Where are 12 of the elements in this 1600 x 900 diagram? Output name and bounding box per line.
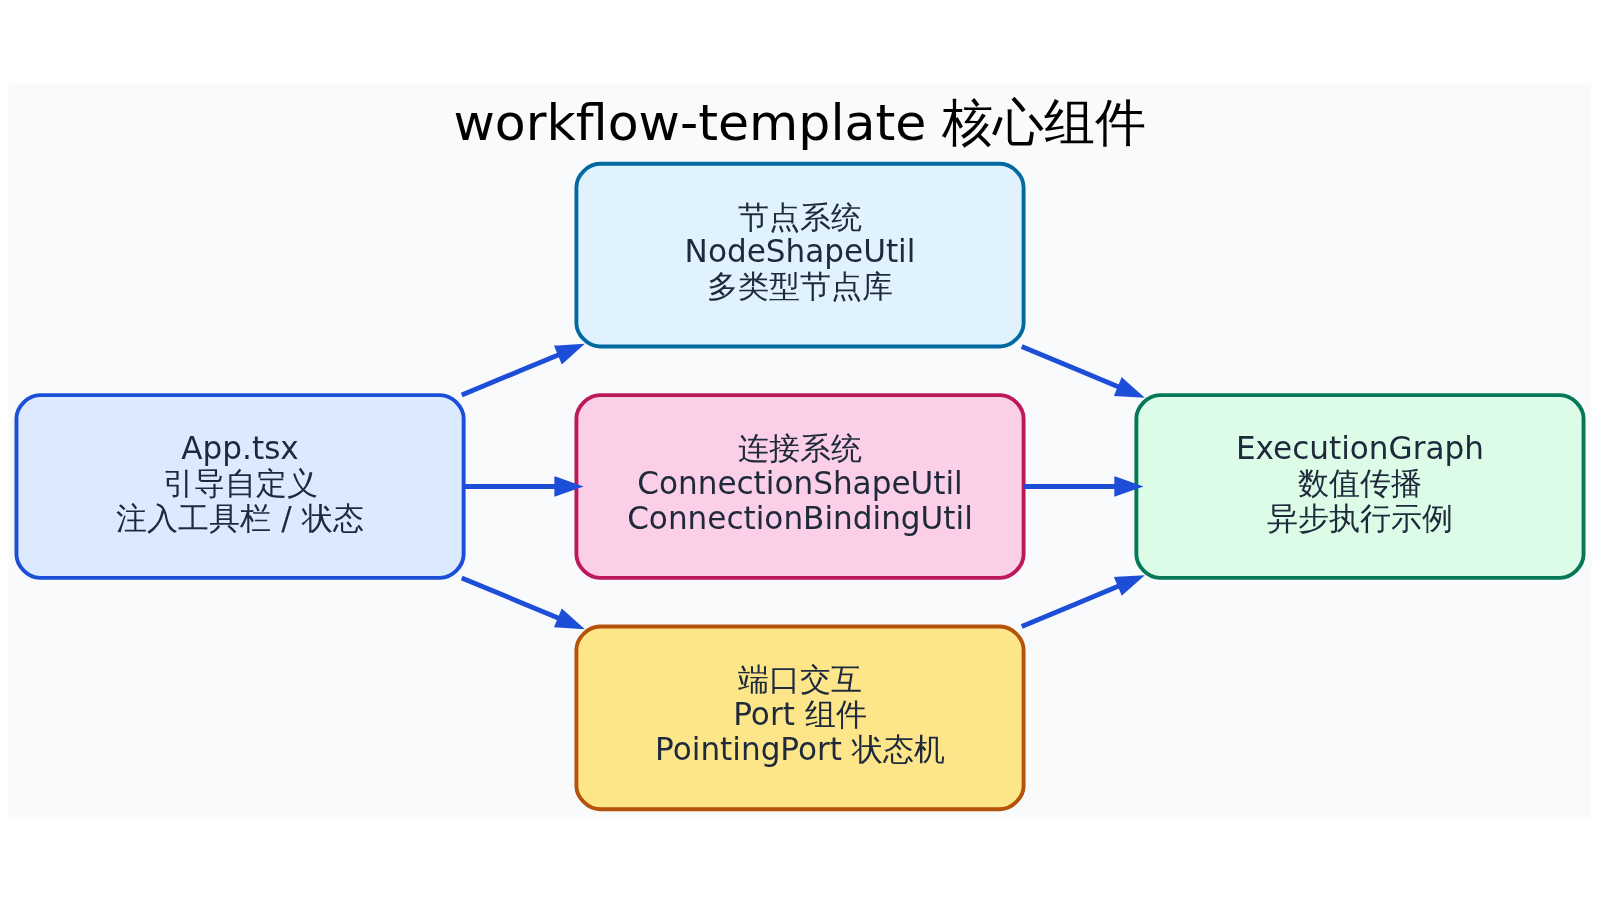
arrow xyxy=(460,343,585,397)
arrow xyxy=(1020,343,1145,398)
node-box: App.tsx 引导自定义 注入工具栏 / 状态 xyxy=(14,392,466,580)
node-box: ExecutionGraph 数值传播 异步执行示例 xyxy=(1134,392,1586,580)
node-box: 节点系统 NodeShapeUtil 多类型节点库 xyxy=(574,161,1026,348)
node-box: 端口交互 Port 组件 PointingPort 状态机 xyxy=(574,624,1026,811)
arrow xyxy=(460,575,585,629)
arrow xyxy=(1024,475,1144,497)
node-box: 连接系统 ConnectionShapeUtil ConnectionBindingUtil xyxy=(574,392,1026,580)
arrow xyxy=(1020,574,1145,629)
diagram-title: workflow-template 核心组件 xyxy=(453,92,1147,152)
arrow xyxy=(464,475,584,497)
